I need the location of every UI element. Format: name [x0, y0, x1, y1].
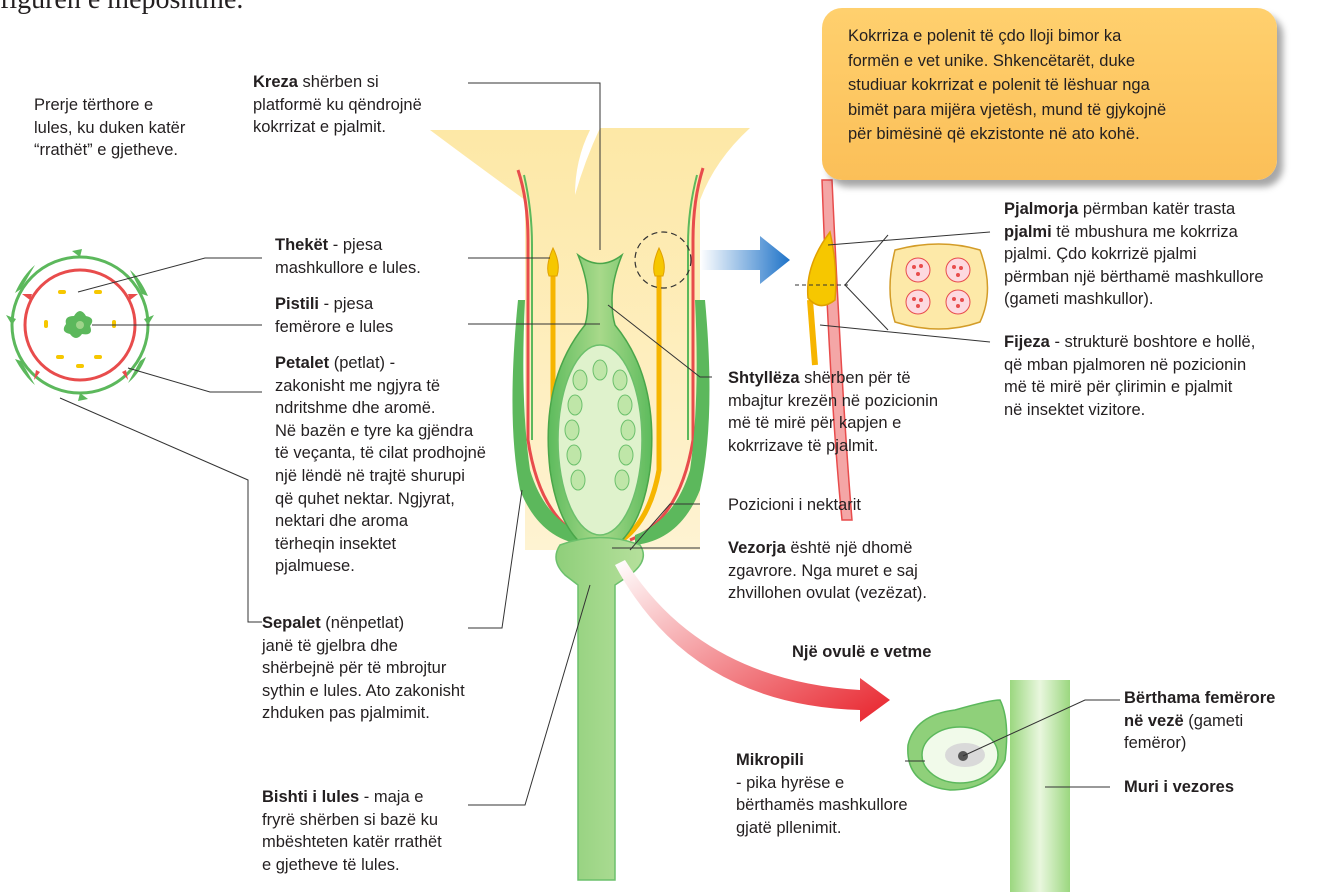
text-line: tërheqin insektet: [275, 533, 486, 556]
term-shtyllez: Shtyllëza: [728, 369, 800, 387]
text-line: përmban katër trasta: [1078, 200, 1235, 218]
term-pjalmi: pjalmi: [1004, 223, 1052, 241]
text-line: femëror): [1124, 732, 1275, 755]
text-line: platformë ku qëndrojnë: [253, 94, 422, 117]
caption-line: Prerje tërthore e: [34, 94, 185, 117]
text-line: femërore e lules: [275, 316, 393, 339]
text-line: në insektet vizitore.: [1004, 399, 1255, 422]
text-line: të mbushura me kokrriza: [1052, 223, 1238, 241]
text-line: kokrrizave të pjalmit.: [728, 435, 938, 458]
label-petalet: Petalet (petlat) - zakonisht me ngjyra t…: [275, 352, 486, 578]
callout-line: formën e vet unike. Shkencëtarët, duke: [848, 49, 1166, 74]
text-line: më të mirë për çlirimin e pjalmit: [1004, 376, 1255, 399]
label-bishti: Bishti i lules - maja e fryrë shërben si…: [262, 786, 442, 876]
label-berthama: Bërthama femërore në vezë (gameti femëro…: [1124, 687, 1275, 755]
text-line: nektari dhe aroma: [275, 510, 486, 533]
term-pistili: Pistili: [275, 295, 319, 313]
anther-detail-figure: [795, 180, 988, 520]
text-line: të veçanta, të cilat prodhojnë: [275, 442, 486, 465]
text-line: shërben për të: [800, 369, 911, 387]
term-kreza: Kreza: [253, 73, 298, 91]
label-sepalet: Sepalet (nënpetlat) janë të gjelbra dhe …: [262, 612, 465, 725]
label-muri: Muri i vezores: [1124, 776, 1234, 799]
term-petalet: Petalet: [275, 354, 329, 372]
term-vezorja: Vezorja: [728, 539, 786, 557]
label-theket: Thekët - pjesa mashkullore e lules.: [275, 234, 421, 279]
term-fijeza: Fijeza: [1004, 333, 1050, 351]
text-line: fryrë shërben si bazë ku: [262, 809, 442, 832]
callout-line: studiuar kokrrizat e polenit të lëshuar …: [848, 73, 1166, 98]
text-line: pjalmi. Çdo kokrrizë pjalmi: [1004, 243, 1264, 266]
text-line: që mban pjalmoren në pozicionin: [1004, 354, 1255, 377]
label-nektari: Pozicioni i nektarit: [728, 494, 861, 517]
callout-line: bimët para mijëra vjetësh, mund të gjyko…: [848, 98, 1166, 123]
text-line: zgavrore. Nga muret e saj: [728, 560, 927, 583]
text-line: kokrrizat e pjalmit.: [253, 116, 422, 139]
text-line: zakonisht me ngjyra të: [275, 375, 486, 398]
ovule-detail-figure: [908, 680, 1070, 892]
text-line: shërbejnë për të mbrojtur: [262, 657, 465, 680]
cross-section-caption: Prerje tërthore e lules, ku duken katër …: [34, 94, 185, 162]
text-line: (nënpetlat): [321, 614, 404, 632]
ovule-title: Një ovulë e vetme: [792, 641, 931, 664]
caption-line: lules, ku duken katër: [34, 117, 185, 140]
text-line: bërthamës mashkullore: [736, 794, 908, 817]
callout-text: Kokrriza e polenit të çdo lloji bimor ka…: [848, 24, 1166, 147]
text-line: (gameti mashkullor).: [1004, 288, 1264, 311]
text-line: (petlat) -: [329, 354, 395, 372]
label-vezorja: Vezorja është një dhomë zgavrore. Nga mu…: [728, 537, 927, 605]
label-fijeza: Fijeza - strukturë boshtore e hollë, që …: [1004, 331, 1255, 421]
text-line: - pjesa: [328, 236, 382, 254]
text-line: sythin e lules. Ato zakonisht: [262, 680, 465, 703]
term-mikropili: Mikropili: [736, 751, 804, 769]
text-line: gjatë pllenimit.: [736, 817, 908, 840]
text-line: - maja e: [359, 788, 423, 806]
blue-arrow: [700, 236, 790, 284]
term-sepalet: Sepalet: [262, 614, 321, 632]
text-line: pjalmuese.: [275, 555, 486, 578]
term-pjalmorja: Pjalmorja: [1004, 200, 1078, 218]
text-line: shërben si: [298, 73, 379, 91]
callout-line: për bimësinë që ekzistonte në ato kohë.: [848, 122, 1166, 147]
text-line: zhduken pas pjalmimit.: [262, 702, 465, 725]
term-berthama: Bërthama femërore: [1124, 689, 1275, 707]
term-theket: Thekët: [275, 236, 328, 254]
text-line: që quhet nektar. Ngjyrat,: [275, 488, 486, 511]
label-kreza: Kreza shërben si platformë ku qëndrojnë …: [253, 71, 422, 139]
text-line: janë të gjelbra dhe: [262, 635, 465, 658]
term-bishti: Bishti i lules: [262, 788, 359, 806]
text-line: - strukturë boshtore e hollë,: [1050, 333, 1255, 351]
callout-line: Kokrriza e polenit të çdo lloji bimor ka: [848, 24, 1166, 49]
text-line: ndritshme dhe aromë.: [275, 397, 486, 420]
text-line: mbajtur krezën në pozicionin: [728, 390, 938, 413]
text-line: (gameti: [1184, 712, 1244, 730]
label-mikropili: Mikropili - pika hyrëse e bërthamës mash…: [736, 749, 908, 839]
text-line: - pika hyrëse e: [736, 772, 908, 795]
text-line: Në bazën e tyre ka gjëndra: [275, 420, 486, 443]
text-line: zhvillohen ovulat (vezëzat).: [728, 582, 927, 605]
term-berthama: në vezë: [1124, 712, 1184, 730]
pollen-callout-box: Kokrriza e polenit të çdo lloji bimor ka…: [822, 8, 1277, 180]
text-line: më të mirë për kapjen e: [728, 412, 938, 435]
text-line: e gjetheve të lules.: [262, 854, 442, 877]
label-pjalmorja: Pjalmorja përmban katër trasta pjalmi të…: [1004, 198, 1264, 311]
caption-line: “rrathët” e gjetheve.: [34, 139, 185, 162]
text-line: një lëndë në trajtë shurupi: [275, 465, 486, 488]
text-line: mbështeten katër rrathët: [262, 831, 442, 854]
text-line: përmban një bërthamë mashkullore: [1004, 266, 1264, 289]
label-pistili: Pistili - pjesa femërore e lules: [275, 293, 393, 338]
text-line: është një dhomë: [786, 539, 913, 557]
text-line: mashkullore e lules.: [275, 257, 421, 280]
label-shtyllez: Shtyllëza shërben për të mbajtur krezën …: [728, 367, 938, 457]
text-line: - pjesa: [319, 295, 373, 313]
